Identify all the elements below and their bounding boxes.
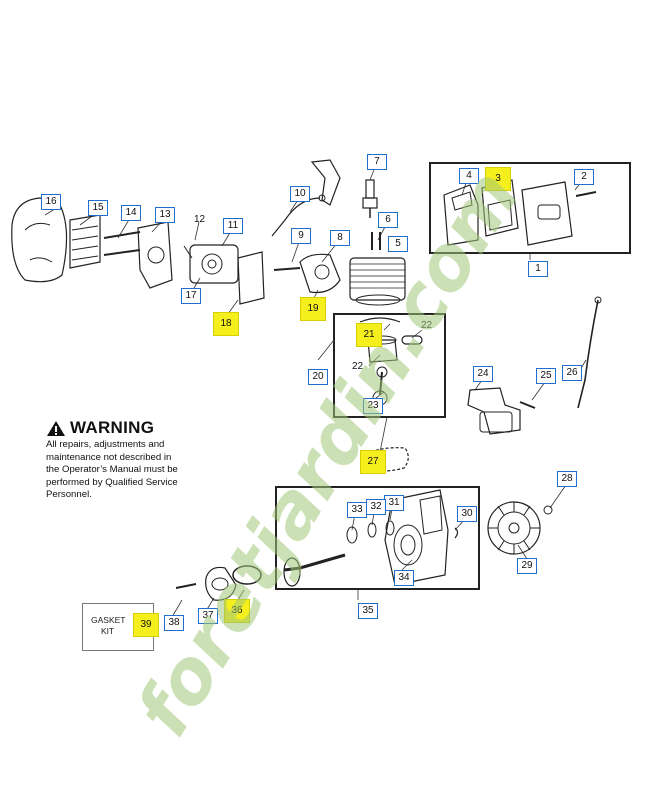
callout-28[interactable]: 28 — [557, 471, 577, 487]
warning-line-2: maintenance not described in — [46, 451, 172, 463]
callout-11[interactable]: 11 — [223, 218, 243, 234]
callout-21[interactable]: 21 — [356, 323, 382, 347]
callout-31[interactable]: 31 — [384, 495, 404, 511]
callout-9[interactable]: 9 — [291, 228, 311, 244]
callout-6[interactable]: 6 — [378, 212, 398, 228]
callout-33[interactable]: 33 — [347, 502, 367, 518]
callout-22[interactable]: 22 — [421, 320, 433, 331]
callout-2[interactable]: 2 — [574, 169, 594, 185]
callout-24[interactable]: 24 — [473, 366, 493, 382]
callout-23[interactable]: 23 — [363, 398, 383, 414]
callout-14[interactable]: 14 — [121, 205, 141, 221]
callout-19[interactable]: 19 — [300, 297, 326, 321]
callout-12[interactable]: 12 — [194, 214, 206, 225]
callout-17[interactable]: 17 — [181, 288, 201, 304]
callout-36[interactable]: 36 — [224, 599, 250, 623]
callout-39[interactable]: 39 — [133, 613, 159, 637]
warning-line-3: the Operator’s Manual must be — [46, 464, 178, 475]
gasket-kit-line2: KIT — [101, 626, 115, 636]
warning-line-4: performed by Qualified Service — [46, 476, 178, 488]
callout-29[interactable]: 29 — [517, 558, 537, 574]
callout-16[interactable]: 16 — [41, 194, 61, 210]
callout-30[interactable]: 30 — [457, 506, 477, 522]
callout-27[interactable]: 27 — [360, 450, 386, 474]
callout-35[interactable]: 35 — [358, 603, 378, 619]
callout-26[interactable]: 26 — [562, 365, 582, 381]
callout-25[interactable]: 25 — [536, 368, 556, 384]
callout-8[interactable]: 8 — [330, 230, 350, 246]
warning-block: WARNING All repairs, adjustments and mai… — [46, 418, 236, 502]
warning-triangle-icon — [47, 420, 65, 436]
callout-4[interactable]: 4 — [459, 168, 479, 184]
callout-18[interactable]: 18 — [213, 312, 239, 336]
callout-10[interactable]: 10 — [290, 186, 310, 202]
callout-34[interactable]: 34 — [394, 570, 414, 586]
gasket-kit-line1: GASKET — [91, 615, 126, 625]
warning-title: WARNING — [70, 418, 155, 437]
callout-3[interactable]: 3 — [485, 167, 511, 191]
warning-text: All repairs, adjustments and maintenance… — [46, 439, 236, 502]
warning-line-1: All repairs, adjustments and — [46, 439, 165, 450]
callout-13[interactable]: 13 — [155, 207, 175, 223]
callout-15[interactable]: 15 — [88, 200, 108, 216]
callout-1[interactable]: 1 — [528, 261, 548, 277]
callout-5[interactable]: 5 — [388, 236, 408, 252]
callout-22b[interactable]: 22 — [352, 361, 364, 372]
callout-32[interactable]: 32 — [366, 499, 386, 515]
callout-37[interactable]: 37 — [198, 608, 218, 624]
callout-38[interactable]: 38 — [164, 615, 184, 631]
callout-20[interactable]: 20 — [308, 369, 328, 385]
warning-line-5: Personnel. — [46, 489, 92, 500]
callout-7[interactable]: 7 — [367, 154, 387, 170]
